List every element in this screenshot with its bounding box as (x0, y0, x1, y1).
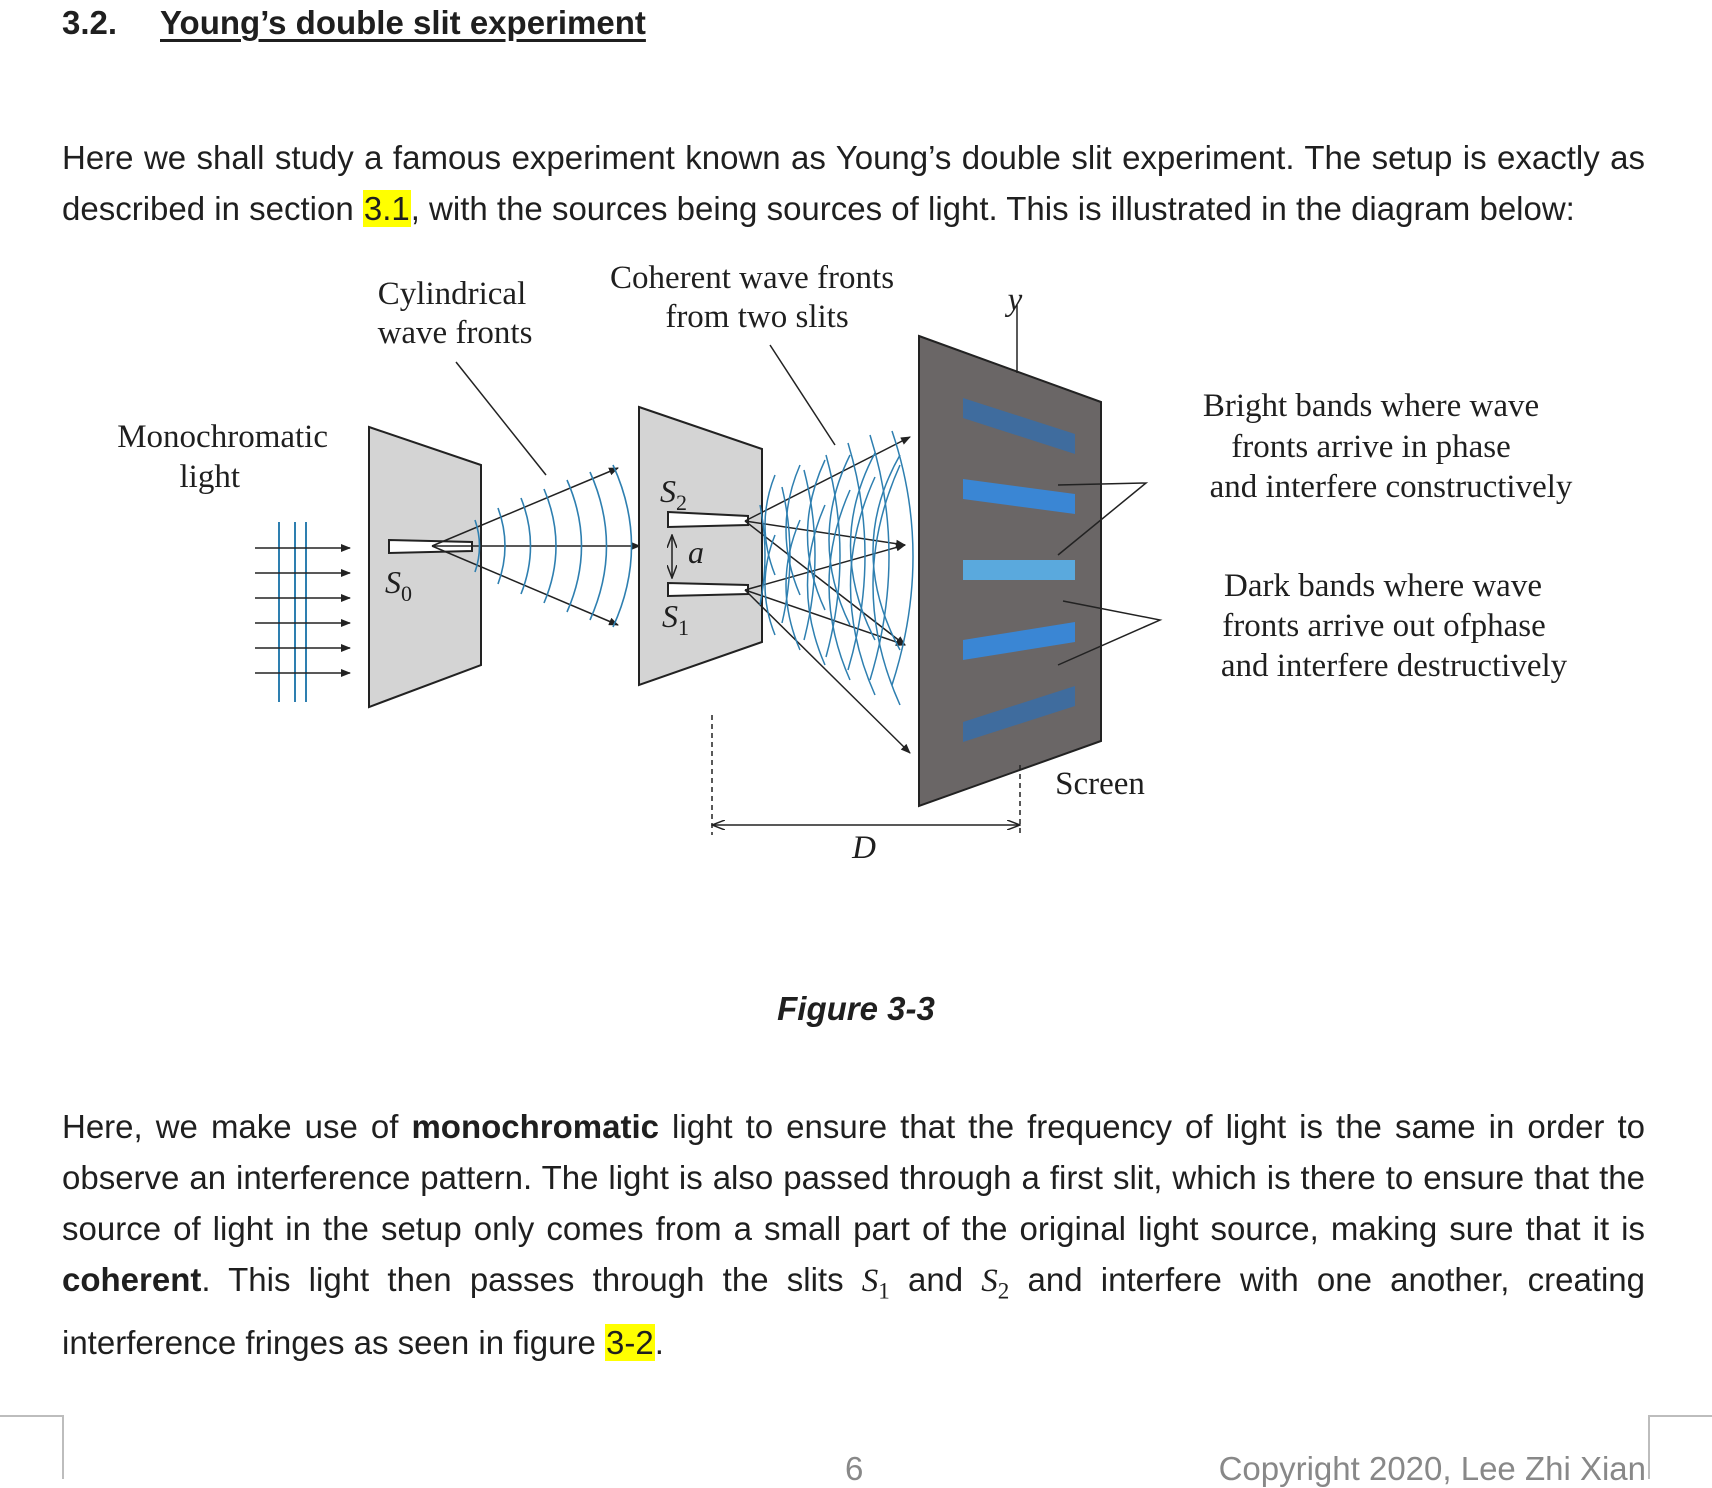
term-monochromatic: monochromatic (411, 1108, 660, 1145)
figure-reference-link[interactable]: 3-2 (604, 1323, 655, 1361)
label-dark-2: fronts arrive out ofphase (1222, 608, 1545, 644)
section-heading: 3.2. Young’s double slit experiment (62, 4, 646, 42)
body-text-1: Here, we make use of (62, 1108, 412, 1145)
label-light: light (179, 459, 240, 495)
label-dark-1: Dark bands where wave (1224, 568, 1542, 604)
label-coherent-2: from two slits (665, 299, 848, 335)
coherent-wave-fronts (744, 430, 914, 754)
copyright-notice: Copyright 2020, Lee Zhi Xian (1218, 1450, 1646, 1487)
single-slit-panel (368, 425, 482, 709)
label-distance-d: D (851, 830, 876, 866)
body-text-2: light to ensure that the frequency of li… (62, 1108, 1645, 1247)
term-coherent: coherent (62, 1261, 202, 1298)
page-corner-mark-left (0, 1415, 64, 1479)
dark-band-top (963, 398, 1075, 454)
double-slit-diagram: Monochromatic light Cylindrical wave fro… (117, 265, 1573, 866)
label-coherent-1: Coherent wave fronts (610, 265, 894, 296)
body-text-5: and interfere with one another, creating… (62, 1261, 1646, 1361)
dark-band-bottom (963, 686, 1075, 742)
slit-s2 (667, 510, 749, 529)
symbol-s2: S2 (981, 1263, 1010, 1304)
label-s1: S1 (662, 598, 689, 640)
label-s2: S2 (660, 473, 687, 515)
intro-paragraph: Here we shall study a famous experiment … (62, 132, 1645, 234)
intro-text-1: Here we shall study a famous experiment … (62, 139, 1645, 227)
label-screen: Screen (1055, 766, 1145, 802)
section-number: 3.2. (62, 4, 118, 41)
label-dark-3: and interfere destructively (1221, 648, 1568, 684)
label-y-axis: y (1005, 282, 1023, 318)
label-bright-2: fronts arrive in phase (1231, 429, 1511, 465)
label-monochromatic: Monochromatic (117, 419, 328, 455)
section-reference-link[interactable]: 3.1 (362, 190, 411, 227)
page-number: 6 (845, 1450, 864, 1487)
label-bright-1: Bright bands where wave (1203, 388, 1539, 424)
slit-s1 (667, 581, 749, 598)
bright-band-central (963, 560, 1075, 580)
explanation-paragraph: Here, we make use of monochromatic light… (62, 1101, 1645, 1368)
cylindrical-wave-fronts (431, 464, 641, 628)
label-a: a (688, 534, 704, 570)
double-slit-panel (638, 405, 763, 687)
annotation-lines (455, 305, 1163, 835)
body-text-4: and (889, 1261, 982, 1298)
light-rays (255, 522, 351, 702)
bright-band-lower (963, 622, 1075, 660)
label-cylindrical-2: wave fronts (378, 315, 533, 351)
body-text-6: . (654, 1323, 664, 1361)
label-cylindrical-1: Cylindrical (378, 276, 526, 312)
body-text-3: . This light then passes through the sli… (201, 1261, 862, 1298)
figure-caption: Figure 3-3 (777, 990, 935, 1027)
section-title: Young’s double slit experiment (160, 4, 646, 41)
interference-bands (963, 398, 1075, 742)
symbol-s1: S1 (861, 1263, 890, 1304)
label-s0: S0 (385, 564, 412, 606)
page-corner-mark-right (1648, 1415, 1712, 1479)
intro-text-2: , with the sources being sources of ligh… (410, 190, 1575, 227)
bright-band-upper (963, 479, 1075, 514)
label-bright-3: and interfere constructively (1210, 469, 1573, 505)
